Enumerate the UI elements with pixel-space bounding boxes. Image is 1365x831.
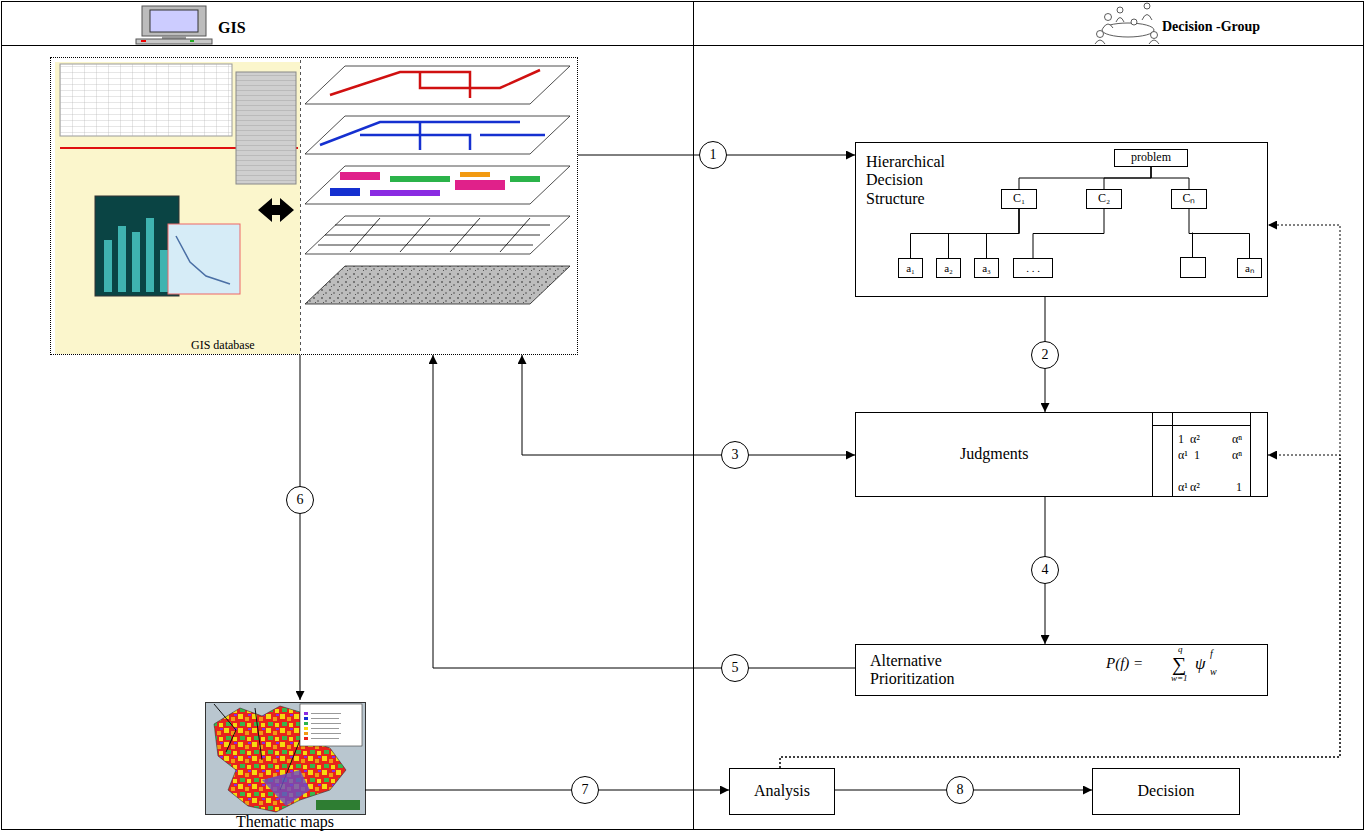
formula-part: w=1 [1171, 674, 1188, 683]
matrix-cell: 1 [1236, 481, 1242, 493]
feedback-arrow [780, 455, 1340, 768]
node-text: a₁ [906, 262, 915, 275]
tree-line [1104, 167, 1151, 189]
node-text: Cₙ [1182, 192, 1195, 206]
matrix-cell: αⁿ [1232, 433, 1242, 445]
callout-number: 3 [721, 441, 749, 469]
node-text: aₙ [1245, 262, 1254, 275]
matrix-cell: α² [1190, 481, 1200, 493]
node-text: . . . [1026, 262, 1040, 275]
matrix-rules [1153, 412, 1251, 497]
node-text: GIS database [191, 339, 577, 353]
matrix-cell: α² [1190, 433, 1200, 445]
alternative-box: a₁ [898, 258, 923, 278]
callout-number: 5 [721, 654, 749, 682]
node-text: Alternative Prioritization [870, 652, 982, 689]
map-node: Thematic maps [205, 700, 365, 831]
alternative-box: . . . [1013, 258, 1053, 278]
process-box: Alternative Prioritization [855, 644, 1268, 696]
node-text: a₂ [944, 262, 953, 275]
process-box: Analysis [729, 768, 835, 815]
node-text: C₁ [1013, 192, 1025, 206]
callout-number: 6 [286, 486, 314, 514]
formula-part: f [1210, 649, 1213, 659]
formula-part: P(f) = [1106, 656, 1143, 671]
tree-line [987, 209, 1020, 258]
node-text: C₂ [1098, 192, 1110, 206]
tree-box: problem [1114, 149, 1188, 167]
formula-part: q [1178, 645, 1183, 654]
flow-arrow [522, 355, 855, 455]
criterion-box: Cₙ [1171, 189, 1207, 209]
alternative-box: a₃ [974, 258, 999, 278]
alternative-box: a₂ [936, 258, 961, 278]
feedback-arrow [780, 225, 1340, 768]
alternative-box: aₙ [1237, 258, 1262, 278]
decision-box: Decision [1092, 768, 1240, 815]
node-text: problem [1131, 151, 1171, 165]
node-text: Judgments [960, 445, 1028, 463]
process-box: Judgments [855, 412, 1268, 497]
tree-line [1189, 209, 1250, 258]
callout-number: 4 [1031, 556, 1059, 584]
tree-line [949, 209, 1020, 258]
flow-arrow [300, 355, 301, 700]
thematic-map-illustration [206, 703, 366, 815]
matrix-cell: 1 [1194, 449, 1200, 461]
flow-arrow [433, 355, 855, 668]
formula-part: w [1210, 667, 1217, 677]
flow-arrow [365, 790, 729, 791]
column-header: GIS [218, 20, 246, 36]
computer-icon [136, 6, 212, 44]
process-box: Hierarchical Decision Structure problemC₁… [855, 142, 1268, 297]
criterion-box: C₂ [1086, 189, 1122, 209]
meeting-icon [1095, 3, 1159, 44]
matrix-cell: α¹ [1178, 481, 1188, 493]
callout-number: 7 [571, 776, 599, 804]
callout-number: 1 [699, 141, 727, 169]
blank-tree-box [1181, 233, 1206, 278]
node-text: Analysis [754, 782, 810, 800]
database-illustration [55, 60, 570, 354]
matrix-cell: α¹ [1178, 449, 1188, 461]
node-text: Decision [1138, 782, 1195, 800]
tree-line [1151, 167, 1189, 189]
node-text: Thematic maps [236, 813, 334, 831]
node-text: Hierarchical Decision Structure [866, 153, 978, 208]
database-box: GIS database [50, 57, 578, 355]
matrix-cell: 1 [1178, 433, 1184, 445]
tree-line [1019, 167, 1151, 189]
formula-part: ψ [1195, 655, 1206, 672]
column-header: Decision -Group [1162, 20, 1260, 34]
node-text: a₃ [982, 262, 991, 275]
callout-number: 2 [1031, 341, 1059, 369]
callout-number: 8 [946, 776, 974, 804]
formula-part: ∑ [1172, 654, 1186, 674]
tree-line [911, 209, 1020, 258]
tree-line [1033, 209, 1104, 258]
criterion-box: C₁ [1001, 189, 1037, 209]
matrix-cell: αⁿ [1232, 449, 1242, 461]
